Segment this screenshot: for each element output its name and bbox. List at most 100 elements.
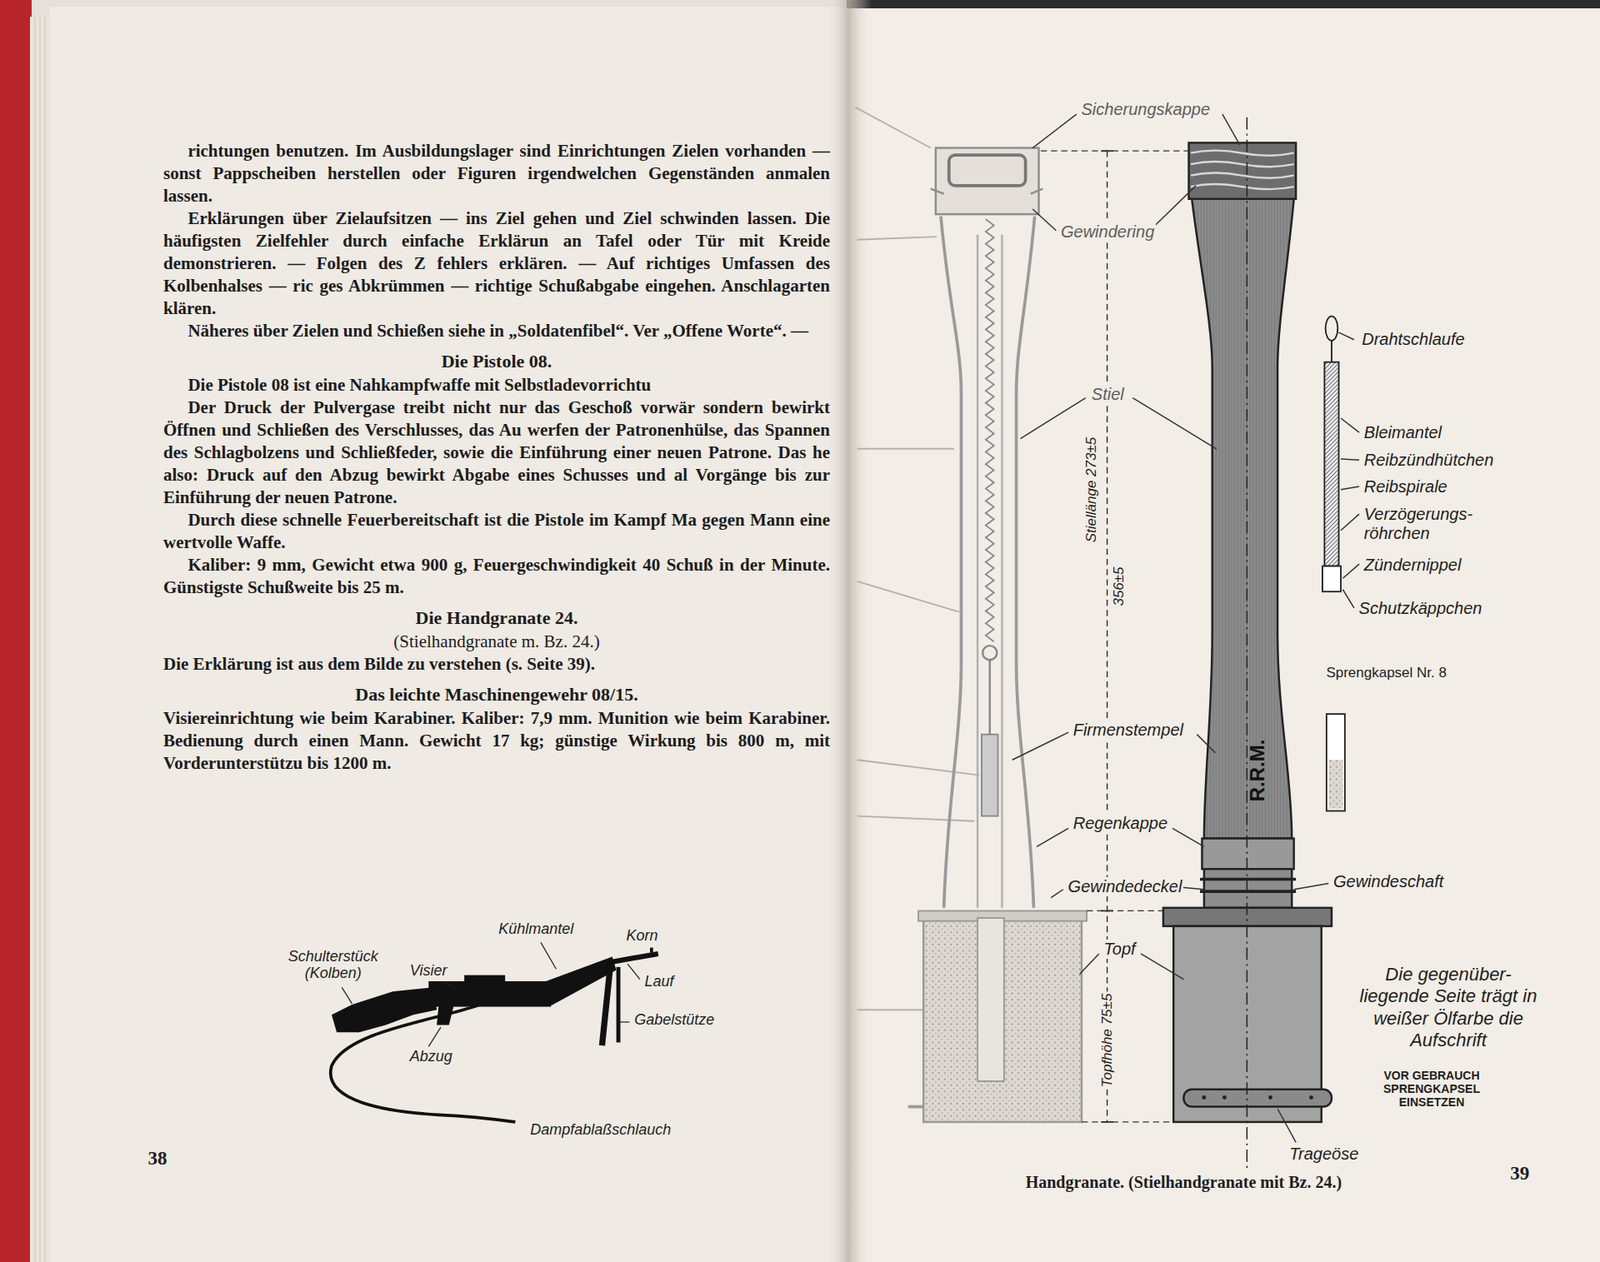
body-paragraph: Visiereinrichtung wie beim Karabiner. Ka…: [163, 707, 830, 775]
mg-bipod-leg: [616, 967, 621, 1044]
right-page: [846, 8, 1600, 1262]
page-number: 39: [1510, 1163, 1530, 1185]
leader-line: [1340, 418, 1360, 433]
leader-line: [1172, 828, 1205, 847]
leader-line: [1340, 514, 1360, 531]
fuse-body: [1324, 362, 1339, 567]
leader-line: [540, 942, 556, 970]
leader-line: [1294, 883, 1330, 890]
cutaway-cap-lug: [930, 189, 945, 195]
section-heading: Das leichte Maschinengewehr 08/15.: [163, 683, 830, 706]
cutaway-cord: [989, 660, 991, 735]
part-label: Zündernippel: [1362, 555, 1464, 575]
page-edge-line: [35, 16, 36, 1262]
mg-steam-hose: [330, 1005, 516, 1123]
leader-line: [428, 1027, 441, 1047]
dimension-tick: [1100, 910, 1114, 913]
leader-line: [1340, 459, 1360, 460]
note-text: Die gegenüber- liegende Seite trägt in w…: [1350, 964, 1547, 1053]
carry-loop: [1183, 1090, 1332, 1108]
cutaway-wall: [940, 216, 961, 909]
body-paragraph: Kaliber: 9 mm, Gewicht etwa 900 g, Feuer…: [163, 554, 830, 600]
left-page: [50, 6, 849, 1262]
part-label: Verzögerungs- röhrchen: [1362, 505, 1491, 544]
body-paragraph: Durch diese schnelle Feuerbereitschaft i…: [163, 509, 830, 555]
cutaway-wall: [1016, 216, 1035, 909]
thread-ring: [1200, 890, 1296, 894]
part-label: Dampfablaßschlauch: [528, 1122, 673, 1140]
faint-leader: [857, 448, 955, 450]
blasting-cap-charge: [1328, 760, 1343, 810]
part-label: Bleimantel: [1362, 423, 1444, 443]
thread-line: [1190, 184, 1295, 190]
blasting-cap: [1326, 714, 1345, 811]
part-label: Abzug: [408, 1049, 455, 1066]
part-label: Trageöse: [1287, 1145, 1360, 1165]
faint-leader: [857, 816, 975, 822]
part-label: Regenkappe: [1071, 814, 1170, 834]
part-label: Reibspirale: [1362, 477, 1450, 497]
rivet: [1268, 1095, 1273, 1100]
fuse-cap: [1322, 566, 1341, 593]
leader-line: [1340, 486, 1360, 490]
dimension-label: Topfhöhe 75±5: [1099, 992, 1116, 1090]
thread-ring: [1200, 878, 1296, 882]
faint-leader: [857, 581, 960, 613]
gutter-shade: [825, 0, 872, 1262]
red-cover-edge: [0, 0, 32, 1262]
rivet: [1222, 1095, 1227, 1100]
leader-line: [1277, 1109, 1296, 1143]
body-paragraph: Der Druck der Pulvergase treibt nicht nu…: [163, 396, 830, 510]
cutaway-tube: [1000, 235, 1003, 909]
leader-line: [1222, 114, 1240, 145]
part-label: Lauf: [642, 974, 675, 991]
leader-line: [619, 1021, 630, 1023]
thread-line: [1190, 173, 1295, 179]
faint-leader: [857, 1009, 925, 1011]
cutaway-ring: [982, 645, 997, 660]
cutaway-tube: [976, 235, 979, 909]
part-label: Topf: [1101, 940, 1137, 960]
dimension-line: [1106, 150, 1108, 1123]
part-label: Kühlmantel: [496, 921, 575, 939]
cutaway-lug: [908, 1105, 924, 1110]
section-heading: Die Handgranate 24.: [163, 606, 830, 630]
part-label: Schulterstück (Kolben): [280, 949, 386, 983]
section-heading: Die Pistole 08.: [163, 350, 830, 373]
dimension-tick: [1100, 150, 1114, 152]
leader-line: [341, 987, 352, 1005]
leader-line: [1036, 828, 1069, 847]
leader-line: [1080, 954, 1100, 975]
part-label: Gewindeschaft: [1331, 872, 1445, 892]
dimension-label: 356±5: [1111, 565, 1129, 609]
part-label: Korn: [624, 928, 660, 945]
leader-line: [1196, 735, 1215, 754]
leader-line: [1132, 398, 1216, 450]
figure-caption: Handgranate. (Stielhandgranate mit Bz. 2…: [1025, 1173, 1342, 1193]
dimension-tick: [1100, 1121, 1114, 1124]
leader-line: [1342, 564, 1360, 579]
part-label: Schutzkäppchen: [1357, 599, 1485, 619]
rivet: [1201, 1095, 1206, 1100]
mg-feed: [464, 975, 505, 985]
part-label: Firmenstempel: [1071, 720, 1185, 740]
page-stack-edge: [30, 16, 52, 1262]
part-label: Drahtschlaufe: [1360, 330, 1466, 350]
dimension-label: Stiellänge 273±5: [1083, 435, 1100, 545]
extension-line: [1086, 910, 1164, 912]
grenade-cap-thread: [1189, 142, 1297, 199]
faint-leader: [857, 236, 938, 240]
leader-line: [1050, 890, 1064, 899]
stamp-mark: R.R.M.: [1245, 739, 1270, 802]
cutaway-pot: [923, 918, 1082, 1123]
mg-receiver: [428, 981, 551, 1008]
part-label: Gewindedeckel: [1066, 877, 1185, 897]
cutaway-cap-lug: [1030, 189, 1044, 195]
part-label: Gabelstütze: [632, 1012, 716, 1030]
wire: [1330, 340, 1333, 363]
text-column: richtungen benutzen. Im Ausbildungslager…: [163, 140, 830, 775]
part-label: Sicherungskappe: [1080, 100, 1213, 120]
